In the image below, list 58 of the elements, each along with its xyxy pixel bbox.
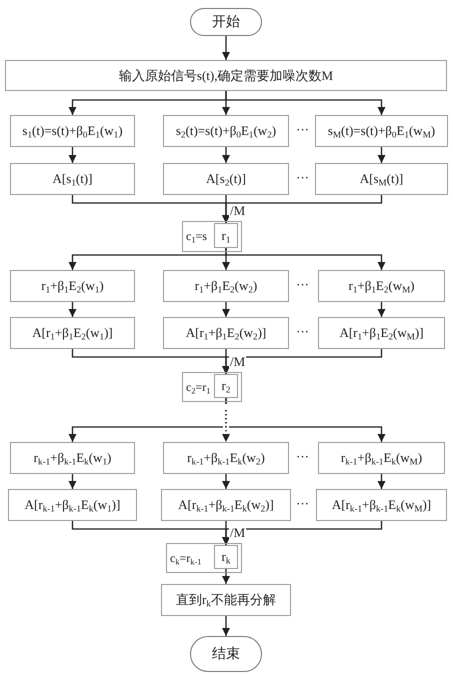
- process-box: s$_{1}$(t)=s(t)+β$_{0}$E$_{1}$(w$_{1}$): [10, 115, 135, 147]
- ellipsis-mark: ···: [296, 277, 309, 293]
- terminal-box: 开始: [190, 8, 262, 36]
- terminal-box: 结束: [190, 636, 262, 672]
- formula-text: c$_{1}$=s: [185, 229, 207, 244]
- process-box: r$_{k-1}$+β$_{k-1}$E$_{k}$(w$_{2}$): [163, 442, 289, 474]
- result-box: [182, 372, 242, 402]
- process-box: 输入原始信号s(t),确定需要加噪次数M: [5, 60, 447, 91]
- ellipsis-mark: ···: [296, 496, 309, 512]
- process-box: 直到r$_{k}$不能再分解: [161, 584, 291, 616]
- arrow: [222, 521, 382, 545]
- edge-label: /M: [229, 526, 246, 539]
- arrow: [225, 91, 386, 115]
- arrow: [225, 248, 386, 270]
- process-box: s$_{M}$(t)=s(t)+β$_{0}$E$_{1}$(w$_{M}$): [315, 115, 448, 147]
- ellipsis-mark: ···: [296, 324, 309, 340]
- arrow: [222, 195, 382, 223]
- process-box: A[r$_{1}$+β$_{1}$E$_{2}$(w$_{1}$)]: [10, 317, 135, 349]
- arrow: [378, 147, 386, 163]
- process-box: A[s$_{M}$(t)]: [315, 163, 448, 195]
- ellipsis-mark: ···: [296, 122, 309, 138]
- arrow: [68, 147, 76, 163]
- result-box: [182, 221, 242, 252]
- arrow: [222, 569, 230, 584]
- arrow: [68, 302, 76, 317]
- process-box: A[r$_{k-1}$+β$_{k-1}$E$_{k}$(w$_{M}$)]: [316, 489, 447, 521]
- residual-box: r$_{k}$: [214, 545, 238, 569]
- arrow: [222, 616, 230, 636]
- formula-text: c$_{k}$=r$_{k-1}$: [169, 550, 202, 566]
- process-box: A[r$_{k-1}$+β$_{k-1}$E$_{k}$(w$_{2}$)]: [161, 489, 291, 521]
- residual-box: r$_{2}$: [214, 374, 238, 398]
- arrow: [222, 474, 230, 489]
- ellipsis-mark: ···: [296, 449, 309, 465]
- residual-box: r$_{1}$: [214, 223, 238, 248]
- edge-label: /M: [229, 204, 246, 217]
- arrow: [222, 36, 230, 60]
- process-box: A[r$_{k-1}$+β$_{k-1}$E$_{k}$(w$_{1}$)]: [8, 489, 137, 521]
- arrow: [222, 302, 230, 317]
- process-box: A[r$_{1}$+β$_{1}$E$_{2}$(w$_{2}$)]: [163, 317, 289, 349]
- process-box: r$_{k-1}$+β$_{k-1}$E$_{k}$(w$_{M}$): [318, 442, 445, 474]
- arrow: [222, 147, 230, 163]
- process-box: A[s$_{1}$(t)]: [10, 163, 135, 195]
- process-box: r$_{1}$+β$_{1}$E$_{2}$(w$_{1}$): [10, 270, 135, 302]
- edge-label: /M: [229, 355, 246, 368]
- process-box: r$_{k-1}$+β$_{k-1}$E$_{k}$(w$_{1}$): [10, 442, 135, 474]
- process-box: A[r$_{1}$+β$_{1}$E$_{2}$(w$_{M}$)]: [318, 317, 445, 349]
- process-box: s$_{2}$(t)=s(t)+β$_{0}$E$_{1}$(w$_{2}$): [163, 115, 289, 147]
- process-box: A[s$_{2}$(t)]: [163, 163, 289, 195]
- process-box: r$_{1}$+β$_{1}$E$_{2}$(w$_{M}$): [318, 270, 445, 302]
- result-box: [166, 543, 242, 573]
- arrow: [378, 474, 386, 489]
- arrow: [222, 349, 382, 374]
- arrow: [225, 398, 386, 442]
- formula-text: c$_{2}$=r$_{1}$: [185, 380, 210, 394]
- arrow: [378, 302, 386, 317]
- ellipsis-mark: ···: [296, 170, 309, 186]
- arrow: [68, 474, 76, 489]
- process-box: r$_{1}$+β$_{1}$E$_{2}$(w$_{2}$): [163, 270, 289, 302]
